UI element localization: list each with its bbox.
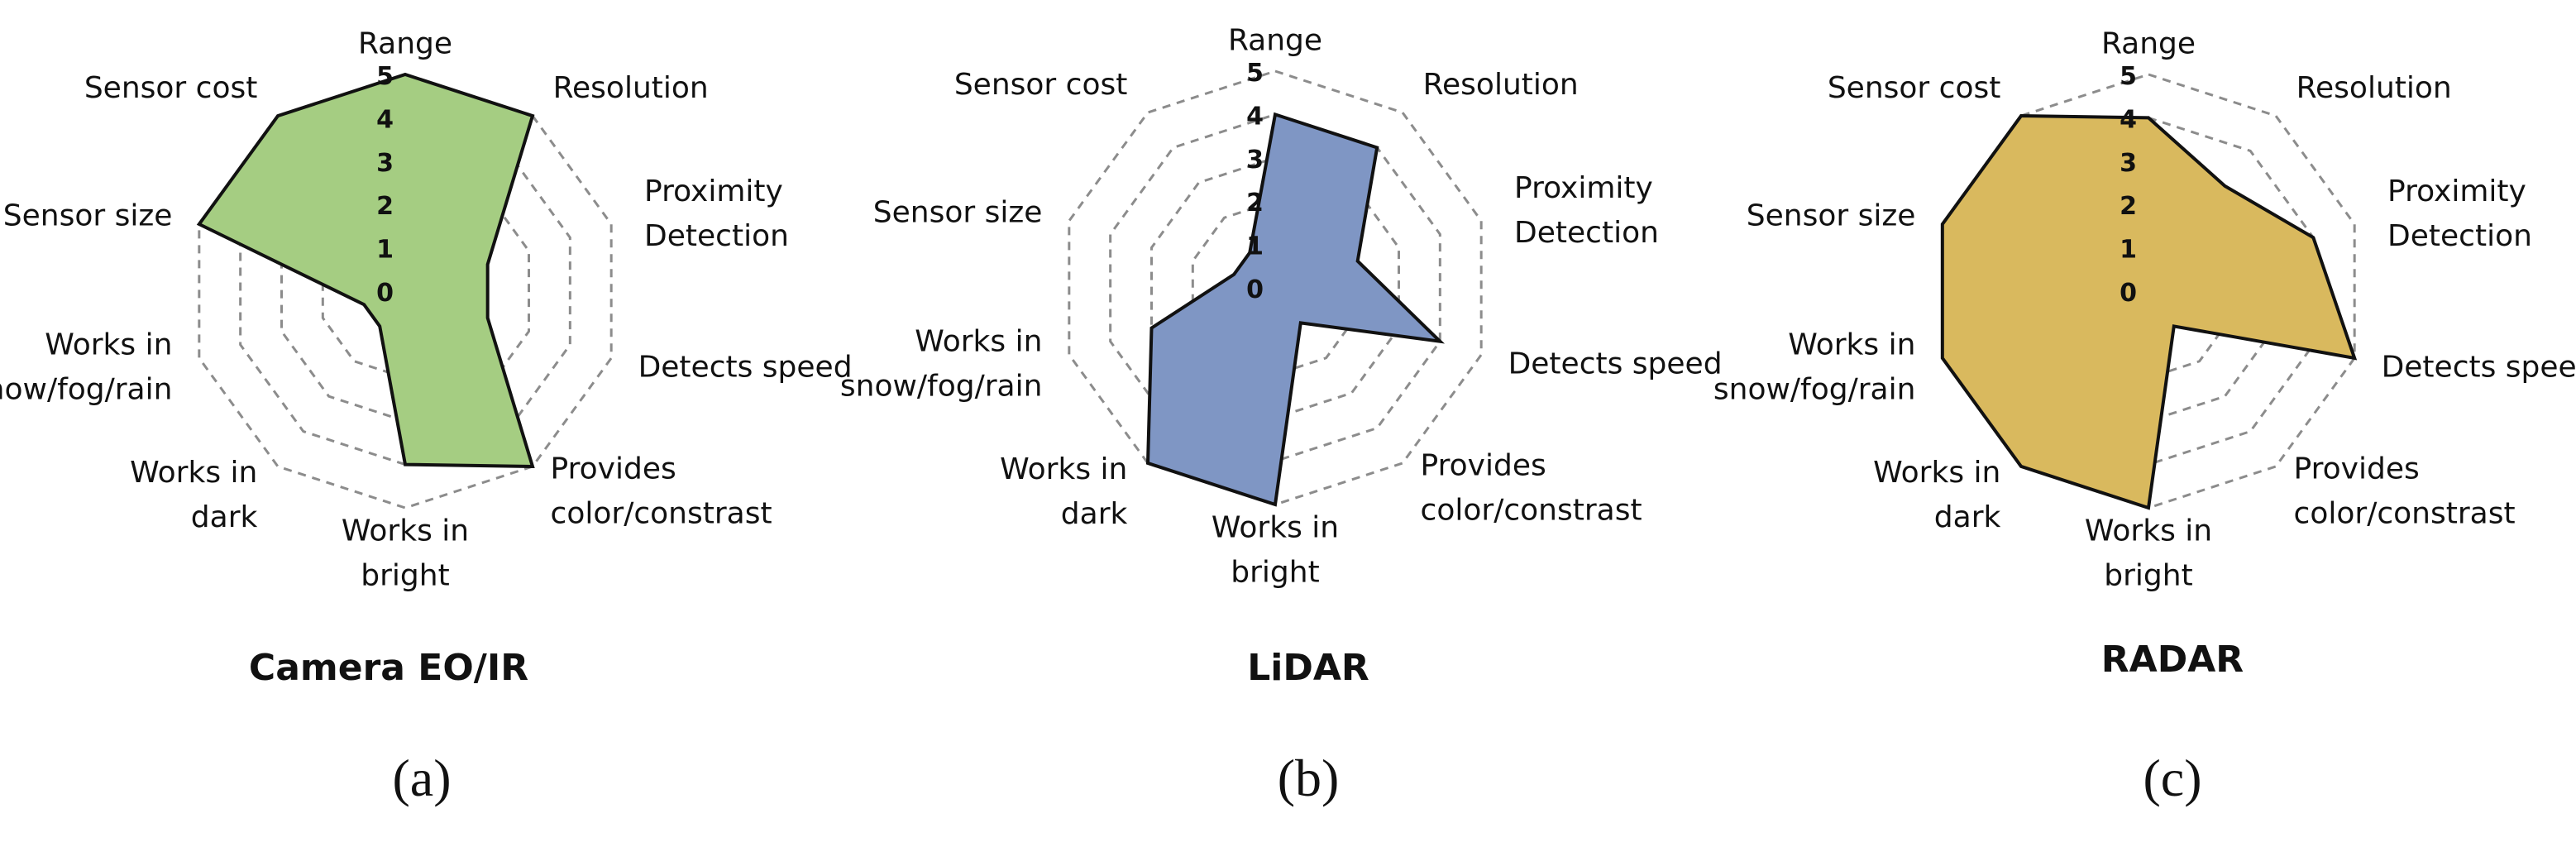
chart-title: Camera EO/IR: [249, 647, 528, 689]
tick-label: 1: [376, 236, 394, 265]
tick-label: 3: [2120, 149, 2137, 178]
chart-title: LiDAR: [1247, 647, 1369, 689]
panel-label: (c): [2143, 749, 2201, 807]
tick-label: 1: [1246, 232, 1264, 261]
data-polygon: [1940, 114, 2358, 510]
tick-label: 4: [2120, 105, 2137, 134]
axis-label: Range: [358, 27, 452, 61]
axis-label: Sensor cost: [1828, 71, 2001, 105]
panel-label: (b): [1278, 749, 1340, 807]
tick-label: 0: [376, 279, 394, 308]
axis-label: Detects speed: [2382, 350, 2576, 384]
panel-label: (a): [392, 749, 451, 807]
axis-label: Sensor cost: [954, 68, 1128, 102]
tick-label: 5: [376, 62, 394, 91]
chart-title: RADAR: [2101, 639, 2244, 681]
tick-label: 2: [1246, 189, 1264, 218]
axis-label: Range: [1228, 24, 1322, 58]
tick-label: 3: [376, 149, 394, 178]
axis-label: Resolution: [1423, 68, 1579, 102]
axis-label: Sensor size: [3, 199, 173, 233]
axis-label: Resolution: [2296, 71, 2452, 105]
tick-label: 0: [1246, 275, 1264, 304]
tick-label: 2: [2120, 192, 2137, 221]
axis-label: Resolution: [553, 71, 709, 105]
tick-label: 5: [1246, 59, 1264, 88]
axis-label: Sensor size: [1747, 199, 1916, 233]
tick-label: 3: [1246, 146, 1264, 175]
tick-label: 1: [2120, 236, 2137, 265]
axis-label: Sensor cost: [84, 71, 258, 105]
data-polygon: [196, 72, 535, 469]
axis-label: Detects speed: [1508, 347, 1723, 380]
axis-label: Detects speed: [638, 350, 853, 384]
axis-label: Range: [2101, 27, 2196, 61]
tick-label: 4: [1246, 102, 1264, 131]
tick-label: 4: [376, 105, 394, 134]
data-polygon: [1145, 112, 1446, 507]
axis-label: Sensor size: [873, 196, 1043, 230]
tick-label: 0: [2120, 279, 2137, 308]
tick-label: 5: [2120, 62, 2137, 91]
tick-label: 2: [376, 192, 394, 221]
